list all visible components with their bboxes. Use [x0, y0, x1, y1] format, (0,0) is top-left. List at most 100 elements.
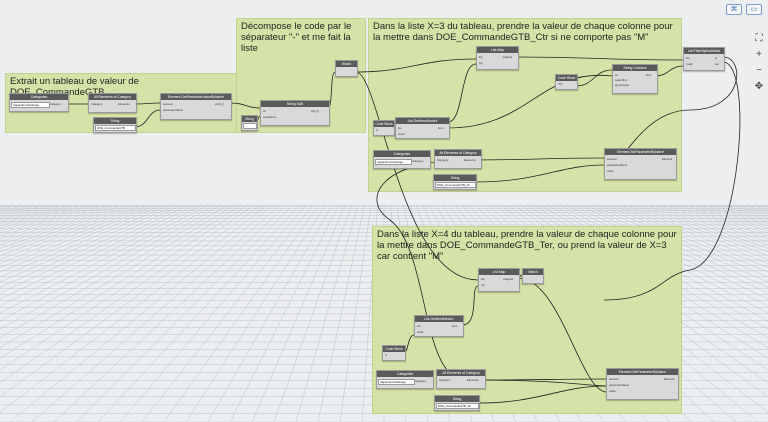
grid-line — [0, 204, 229, 339]
category-dropdown[interactable]: Appareils d'éclairage — [11, 102, 50, 108]
categories-node[interactable]: Categories Appareils d'éclairage Categor… — [9, 93, 69, 112]
node-title: Categories — [10, 94, 68, 100]
zoom-out-icon[interactable]: − — [756, 65, 762, 76]
zoom-controls: ⛶ + − ✥ — [754, 34, 764, 92]
string-node[interactable]: String DOE_CommandeGTB_Ctr — [433, 174, 477, 190]
grid-line — [695, 204, 768, 227]
output-port[interactable]: Elements — [464, 158, 476, 162]
category-dropdown[interactable]: Appareils d'éclairage — [378, 379, 415, 385]
category-dropdown[interactable]: Appareils d'éclairage — [375, 159, 412, 165]
all-elements-node[interactable]: All Elements of Category Category Elemen… — [434, 149, 482, 169]
output-port[interactable]: item — [452, 324, 458, 328]
input-port[interactable]: str — [615, 73, 619, 77]
input-port[interactable]: element — [609, 377, 619, 381]
input-port[interactable]: Category — [439, 378, 451, 382]
input-port[interactable]: list — [479, 55, 483, 59]
string-split-node[interactable]: String.Split str separators str[]..[] — [260, 100, 330, 126]
input-port[interactable]: Category — [437, 158, 449, 162]
input-port[interactable]: searchFor — [615, 78, 628, 82]
geometry-view-icon[interactable]: ⌘ — [726, 4, 742, 15]
output-port[interactable]: var[]..[] — [215, 102, 224, 106]
output-port[interactable]: out — [715, 62, 719, 66]
input-port[interactable]: list — [481, 277, 485, 281]
input-port[interactable]: index — [417, 330, 424, 334]
get-item-at-index-node[interactable]: List.GetItemAtIndex list index item — [395, 117, 450, 139]
code-block-node[interactable]: Code Block "M"; — [555, 74, 578, 90]
watch-node[interactable]: Watch — [522, 268, 544, 284]
categories-node[interactable]: Categories Appareils d'éclairage Categor… — [376, 370, 434, 389]
input-port[interactable]: f(x) — [479, 61, 484, 65]
output-port[interactable]: mapped — [502, 55, 513, 59]
output-port[interactable]: bool — [646, 73, 652, 77]
list-map-node[interactable]: List.Map list f(x) mapped — [478, 268, 520, 292]
output-port[interactable]: Category — [412, 159, 424, 163]
output-port[interactable]: Element — [662, 157, 673, 161]
all-elements-node[interactable]: All Elements of Category Category Elemen… — [436, 369, 486, 389]
string-input[interactable]: DOE_CommandeGTB_Ctr — [435, 182, 476, 188]
output-port[interactable]: Category — [50, 102, 62, 106]
grid-line — [0, 204, 8, 207]
set-parameter-node[interactable]: Element.SetParameterByName element param… — [606, 368, 679, 400]
output-port[interactable]: Element — [664, 377, 675, 381]
string-node[interactable]: String DOE_CommandeGTB_Ter — [434, 395, 480, 411]
input-port[interactable]: list — [417, 324, 421, 328]
code-text[interactable]: 4; — [385, 353, 388, 357]
output-port[interactable]: Category — [415, 379, 427, 383]
string-input[interactable]: DOE_CommandeGTB_Ter — [436, 403, 479, 409]
output-port[interactable]: Elements — [118, 102, 130, 106]
filter-by-bool-mask-node[interactable]: List.FilterByBoolMask list mask in out — [683, 47, 725, 71]
input-port[interactable]: f(x) — [481, 283, 486, 287]
grid-line — [754, 204, 768, 209]
get-parameter-node[interactable]: Element.GetParameterValueByName element … — [160, 93, 232, 120]
grid-line — [0, 204, 138, 256]
list-map-node[interactable]: List.Map list f(x) mapped — [476, 46, 519, 70]
input-port[interactable]: element — [163, 102, 173, 106]
node-title: Code Block — [374, 121, 394, 127]
string-input[interactable]: DOE_CommandeGTB — [95, 125, 136, 131]
grid-line — [0, 204, 216, 322]
output-port[interactable]: Elements — [467, 378, 479, 382]
input-port[interactable]: str — [263, 109, 267, 113]
group-title: Décompose le code par le séparateur "-" … — [241, 21, 352, 54]
input-port[interactable]: list — [686, 56, 690, 60]
input-port[interactable]: element — [607, 157, 617, 161]
string-input[interactable]: - — [243, 123, 257, 129]
input-port[interactable]: value — [609, 389, 616, 393]
grid-line — [0, 204, 242, 359]
get-item-at-index-node[interactable]: List.GetItemAtIndex list index item — [414, 315, 464, 337]
node-title: Categories — [374, 151, 430, 157]
node-title: Element.SetParameterByName — [605, 149, 676, 155]
code-text[interactable]: 3; — [376, 128, 379, 132]
graph-view-icon[interactable]: ▭ — [746, 4, 762, 15]
output-port[interactable]: in — [715, 56, 718, 60]
string-node[interactable]: String DOE_CommandeGTB — [93, 117, 137, 133]
input-port[interactable]: mask — [686, 62, 693, 66]
input-port[interactable]: Category — [91, 102, 103, 106]
zoom-in-icon[interactable]: + — [756, 49, 762, 60]
string-contains-node[interactable]: String.Contains str searchFor ignoreCase… — [612, 64, 658, 94]
input-port[interactable]: index — [398, 132, 405, 136]
output-port[interactable]: mapped — [503, 277, 514, 281]
input-port[interactable]: list — [398, 126, 402, 130]
output-port[interactable]: item — [438, 126, 444, 130]
code-text[interactable]: "M"; — [558, 82, 564, 86]
zoom-fit-icon[interactable]: ⛶ — [755, 33, 763, 44]
input-port[interactable]: separators — [263, 115, 277, 119]
input-port[interactable]: parameterName — [609, 383, 630, 387]
input-port[interactable]: value — [607, 169, 614, 173]
pan-icon[interactable]: ✥ — [754, 81, 764, 92]
code-block-node[interactable]: Code Block 3; — [373, 120, 395, 136]
set-parameter-node[interactable]: Element.SetParameterByName element param… — [604, 148, 677, 180]
watch-node[interactable]: Watch — [335, 60, 358, 77]
input-port[interactable]: parameterName — [163, 108, 184, 112]
output-port[interactable]: str[]..[] — [311, 109, 319, 113]
input-port[interactable]: ignoreCase — [615, 83, 630, 87]
all-elements-node[interactable]: All Elements of Category Category Elemen… — [88, 93, 137, 113]
input-port[interactable]: parameterName — [607, 163, 628, 167]
code-block-node[interactable]: Code Block 4; — [382, 345, 406, 361]
node-title: Code Block — [556, 75, 577, 81]
categories-node[interactable]: Categories Appareils d'éclairage Categor… — [373, 150, 431, 169]
node-title: List.FilterByBoolMask — [684, 48, 724, 54]
string-separator-node[interactable]: String - — [241, 115, 258, 131]
